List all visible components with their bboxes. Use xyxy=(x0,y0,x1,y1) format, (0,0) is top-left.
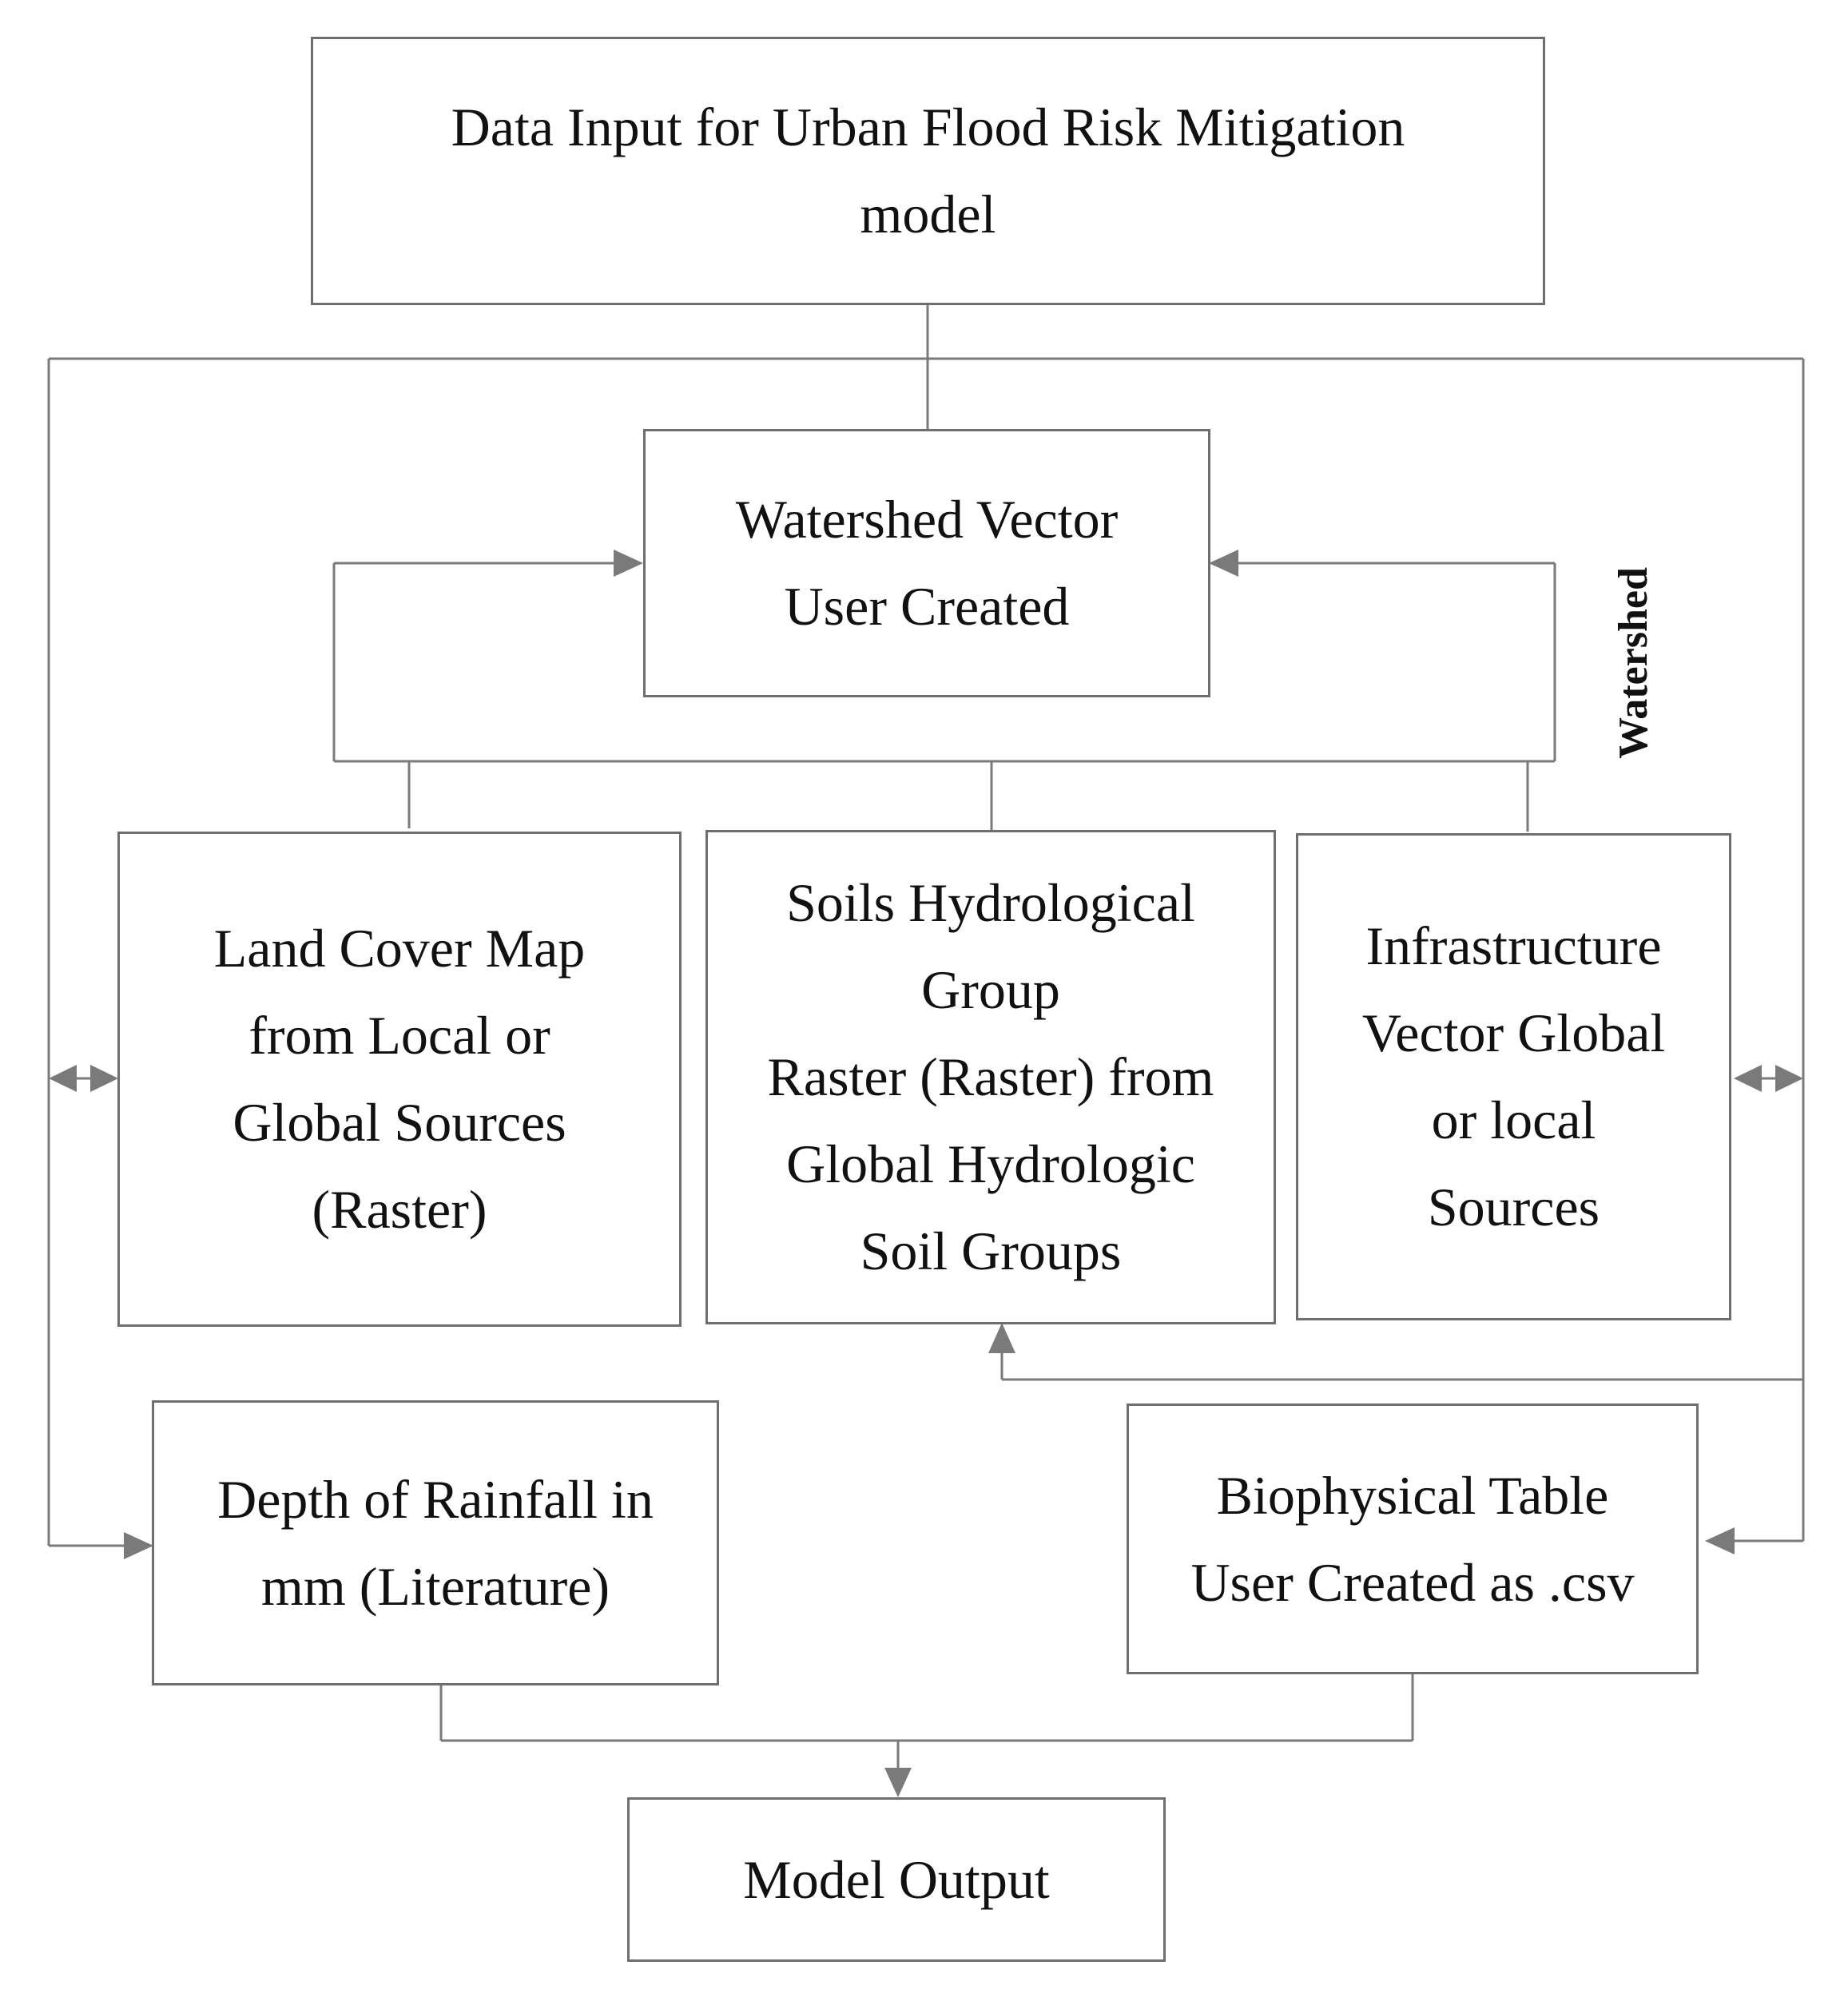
node-land-cover: Land Cover Map from Local or Global Sour… xyxy=(117,832,682,1327)
node-biophysical: Biophysical Table User Created as .csv xyxy=(1127,1404,1699,1674)
node-land-cover-line-1: Land Cover Map xyxy=(213,918,586,979)
node-rainfall: Depth of Rainfall in mm (Literature) xyxy=(152,1400,719,1685)
node-soils: Soils Hydrological Group Raster (Raster)… xyxy=(705,830,1276,1324)
node-soils-line-1: Soils Hydrological xyxy=(786,872,1195,933)
arrowhead-watershed-right xyxy=(1209,550,1238,577)
node-infrastructure-line-2: Vector Global xyxy=(1361,1002,1666,1063)
arrowhead-rainfall xyxy=(124,1532,153,1559)
node-model-output: Model Output xyxy=(627,1797,1166,1962)
arrowhead-output xyxy=(884,1768,912,1797)
node-land-cover-line-2: from Local or xyxy=(248,1005,550,1066)
node-land-cover-line-3: Global Sources xyxy=(232,1092,566,1153)
arrowhead-right-double-a xyxy=(1734,1065,1762,1092)
arrowhead-watershed-left xyxy=(614,550,643,577)
node-watershed-vector: Watershed Vector User Created xyxy=(643,429,1210,697)
watershed-connector-label: Watershed xyxy=(1611,567,1656,759)
node-model-output-line-1: Model Output xyxy=(743,1848,1050,1910)
arrowhead-left-double-a xyxy=(49,1065,77,1092)
node-watershed-vector-line-1: Watershed Vector xyxy=(735,489,1119,550)
arrowhead-left-double-b xyxy=(90,1065,118,1092)
node-soils-line-3: Raster (Raster) from xyxy=(767,1046,1214,1107)
arrowhead-biophysical xyxy=(1705,1527,1735,1554)
node-infrastructure: Infrastructure Vector Global or local So… xyxy=(1296,833,1731,1320)
node-watershed-vector-line-2: User Created xyxy=(784,576,1070,637)
node-biophysical-line-2: User Created as .csv xyxy=(1190,1551,1635,1613)
node-data-input: Data Input for Urban Flood Risk Mitigati… xyxy=(311,37,1545,305)
node-data-input-line-1: Data Input for Urban Flood Risk Mitigati… xyxy=(451,97,1405,157)
arrowhead-right-double-b xyxy=(1775,1065,1803,1092)
node-infrastructure-line-4: Sources xyxy=(1427,1177,1600,1237)
node-soils-line-4: Global Hydrologic xyxy=(786,1134,1195,1194)
node-infrastructure-line-3: or local xyxy=(1431,1090,1596,1150)
arrowhead-soils-up xyxy=(988,1323,1015,1353)
node-soils-line-2: Group xyxy=(921,959,1060,1020)
node-land-cover-line-4: (Raster) xyxy=(312,1179,487,1240)
node-rainfall-line-2: mm (Literature) xyxy=(260,1555,610,1617)
node-rainfall-line-1: Depth of Rainfall in xyxy=(217,1468,654,1530)
node-data-input-line-2: model xyxy=(860,184,996,244)
node-biophysical-line-1: Biophysical Table xyxy=(1216,1464,1609,1526)
node-infrastructure-line-1: Infrastructure xyxy=(1365,915,1662,976)
node-soils-line-5: Soil Groups xyxy=(860,1221,1122,1281)
